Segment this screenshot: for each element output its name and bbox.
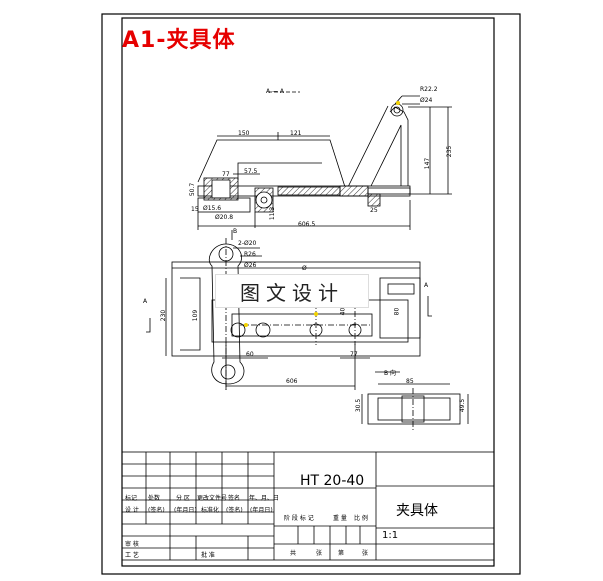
dim-text: Ø20.8	[215, 214, 234, 221]
scale-value: 1:1	[382, 530, 399, 541]
tb-label: 比 例	[354, 515, 368, 522]
highlight-dot	[396, 101, 400, 105]
dim-text: 150	[238, 130, 250, 137]
dim-text: 30.5	[355, 398, 363, 413]
plan-view	[146, 230, 432, 390]
tb-label: (年月日)	[174, 507, 197, 514]
dim-text: 109	[192, 309, 200, 322]
tb-label: 更改文件号	[197, 495, 228, 502]
outer-frame	[101, 13, 521, 575]
dim-text: 57.5	[244, 168, 258, 175]
watermark: 图文设计	[215, 274, 369, 308]
arrow-a-label: A	[424, 282, 429, 289]
b-direction-view	[361, 371, 469, 432]
dim-text: 235	[446, 145, 454, 158]
tb-label: 张	[362, 550, 369, 557]
tb-label: (签名)	[148, 507, 165, 514]
dim-text: 40	[339, 307, 347, 316]
tb-label: 工 艺	[125, 552, 139, 559]
b-view-label: B 向	[384, 370, 397, 377]
dim-text: 147	[424, 157, 432, 170]
tb-label: (年月日)	[250, 507, 273, 514]
highlight-dot	[314, 312, 318, 316]
tb-label: 标准化	[201, 507, 220, 514]
tb-label: 设 计	[125, 507, 139, 514]
title-block	[121, 451, 495, 561]
dim-text: 60	[246, 351, 254, 358]
tb-label: 第	[338, 550, 345, 557]
tb-label: 标记	[125, 495, 138, 502]
dim-text: Ø26	[244, 262, 257, 269]
tb-label: 批 准	[201, 552, 215, 559]
highlight-dot	[244, 323, 248, 327]
section-label: A — A	[266, 88, 285, 95]
dim-text: Ø24	[420, 97, 433, 104]
dim-text: 77	[350, 351, 358, 358]
dim-text: 77	[222, 171, 230, 178]
dim-text: 606.5	[298, 221, 316, 228]
dim-text: 230	[160, 309, 168, 322]
drawing-title: A1-夹具体	[122, 28, 236, 53]
dim-text: 85	[406, 378, 414, 385]
section-view-a-a	[197, 91, 452, 230]
tb-label: 处数	[148, 495, 161, 502]
dim-text: 50.7	[189, 182, 197, 197]
tb-label: 张	[316, 550, 323, 557]
dim-text: 15	[191, 206, 199, 213]
dim-text: Ø	[302, 265, 307, 272]
tb-label: 重 量	[333, 515, 347, 522]
dim-text: 606	[286, 378, 298, 385]
tb-label: 阶 段 标 记	[284, 515, 314, 522]
tb-label: 分 区	[176, 495, 190, 502]
tb-label: 年、月、日	[249, 495, 280, 502]
dim-text: R26	[244, 251, 256, 258]
tb-label: (签名)	[226, 507, 243, 514]
tb-label: 共	[290, 550, 297, 557]
tb-label: 签名	[228, 495, 241, 502]
inner-frame	[121, 17, 495, 567]
arrow-b-label: B	[233, 228, 238, 235]
tb-label: 审 核	[125, 541, 139, 548]
arrow-a-label: A	[143, 298, 148, 305]
dim-text: 49.5	[459, 398, 467, 413]
dim-text: 80	[393, 307, 401, 316]
part-name: 夹具体	[396, 503, 438, 519]
material-text: HT 20-40	[300, 473, 365, 489]
dim-text: Ø15.6	[203, 205, 222, 212]
dim-text: 11.3	[269, 206, 277, 221]
dim-text: 2-Ø20	[238, 240, 257, 247]
dim-text: R22.2	[420, 86, 438, 93]
dim-text: 121	[290, 130, 302, 137]
dim-text: 25	[370, 207, 378, 214]
